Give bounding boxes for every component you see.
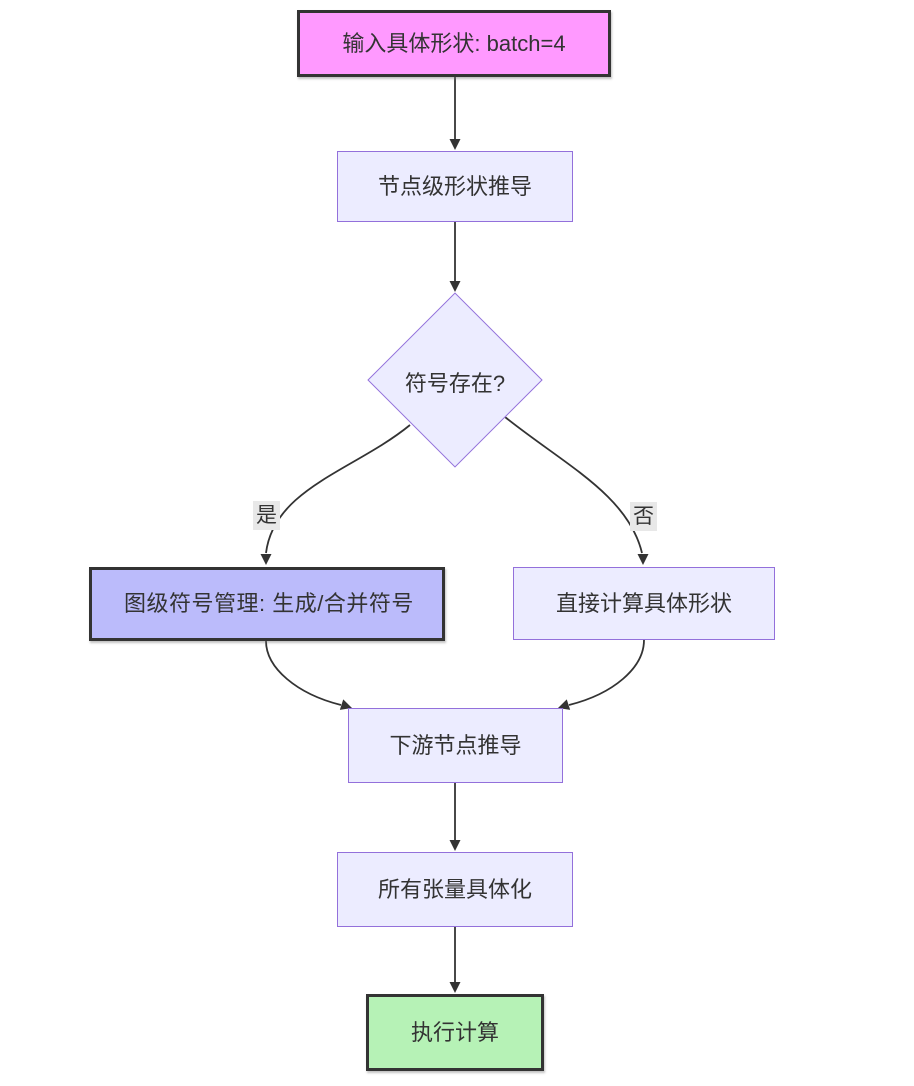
arrowhead-diamond [449, 281, 461, 292]
arrowhead-execute [449, 982, 461, 993]
arrowhead-graphsym [260, 554, 272, 565]
node-materialize-tensors-label: 所有张量具体化 [377, 876, 532, 902]
edge-label-yes: 是 [253, 501, 280, 531]
node-symbol-exists-label: 符号存在? [404, 371, 506, 396]
arrowhead-downstream-left [339, 699, 352, 710]
edge-diamond-graphsym [265, 424, 411, 554]
node-materialize-tensors: 所有张量具体化 [337, 852, 573, 927]
node-node-level-inference: 节点级形状推导 [337, 151, 573, 222]
node-direct-compute: 直接计算具体形状 [513, 567, 775, 640]
node-graph-symbol-management: 图级符号管理: 生成/合并符号 [89, 567, 445, 641]
node-execute-compute-label: 执行计算 [410, 1019, 499, 1045]
edge-diamond-direct [504, 416, 643, 554]
edge-graphsym-downstream [265, 640, 342, 706]
edge-direct-downstream [568, 639, 645, 706]
edge-label-no: 否 [630, 502, 657, 532]
node-graph-symbol-management-label: 图级符号管理: 生成/合并符号 [124, 591, 414, 617]
arrowhead-downstream-right [558, 699, 571, 710]
arrowhead-nodelevel [449, 139, 461, 150]
node-direct-compute-label: 直接计算具体形状 [555, 590, 732, 616]
node-node-level-inference-label: 节点级形状推导 [377, 173, 532, 199]
node-input-shape-label: 输入具体形状: batch=4 [342, 30, 566, 56]
arrowhead-direct [637, 554, 649, 565]
node-downstream-inference: 下游节点推导 [348, 708, 563, 783]
node-downstream-inference-label: 下游节点推导 [389, 732, 522, 758]
node-execute-compute: 执行计算 [366, 994, 544, 1071]
arrowhead-materialize [449, 840, 461, 851]
node-input-shape: 输入具体形状: batch=4 [297, 10, 611, 77]
